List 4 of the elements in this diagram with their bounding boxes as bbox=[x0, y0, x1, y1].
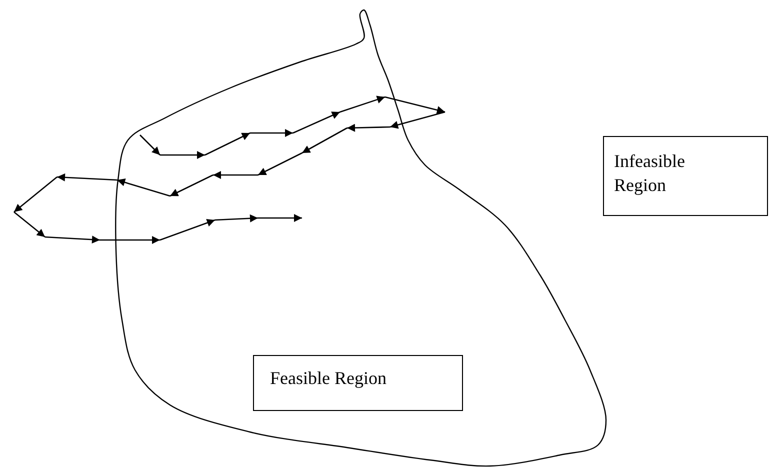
region-label: Infeasible Region bbox=[614, 150, 686, 198]
region-label: Feasible Region bbox=[270, 367, 388, 390]
region-box bbox=[603, 136, 768, 216]
region-box bbox=[253, 355, 463, 411]
